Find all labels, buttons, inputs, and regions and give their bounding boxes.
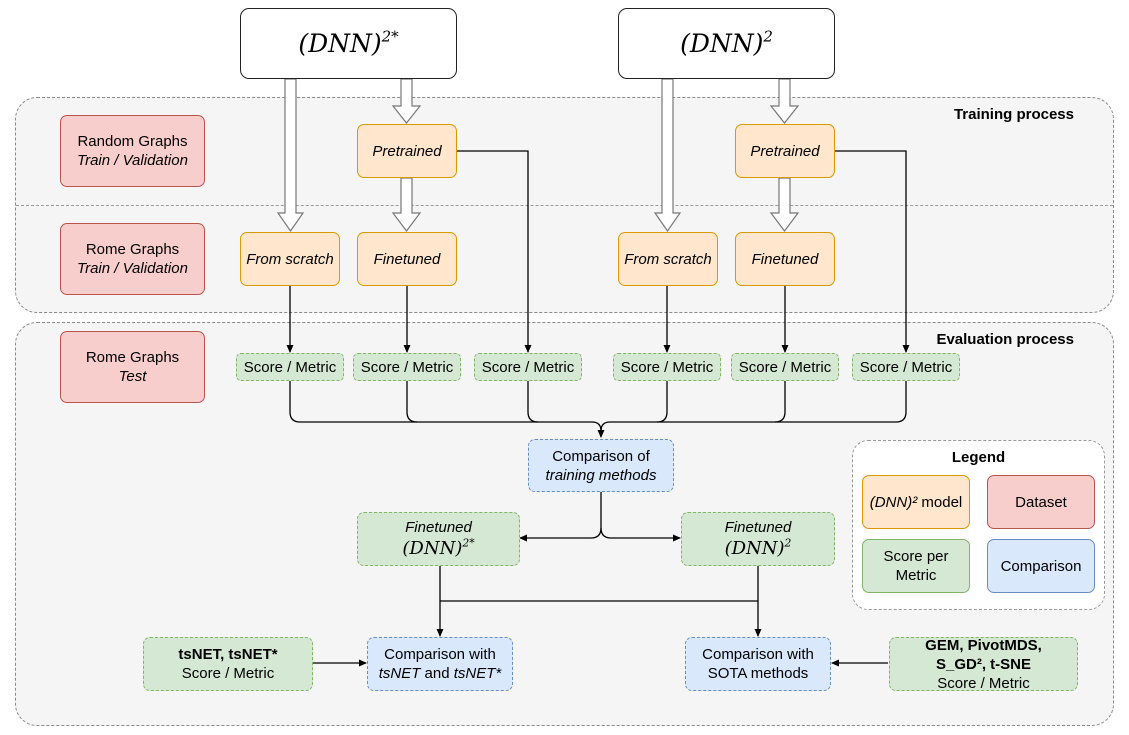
score-finetuned-dnn2star: Score / Metric <box>353 353 461 381</box>
legend-comparison: Comparison <box>987 539 1095 593</box>
pretrained-dnn2: Pretrained <box>735 124 835 178</box>
model-dnn2star: (DNN)2* <box>240 8 457 79</box>
legend-score: Score per Metric <box>862 539 970 593</box>
legend-dataset: Dataset <box>987 475 1095 529</box>
comparison-sota: Comparison with SOTA methods <box>685 637 831 691</box>
finetuned-dnn2star: Finetuned <box>357 232 457 286</box>
training-panel-title: Training process <box>953 106 1074 123</box>
finetuned-result-dnn2: Finetuned (DNN)2 <box>681 512 835 566</box>
finetuned-dnn2: Finetuned <box>735 232 835 286</box>
evaluation-panel-title: Evaluation process <box>936 331 1074 348</box>
tsnet-score-box: tsNET, tsNET* Score / Metric <box>143 637 313 691</box>
from-scratch-dnn2star: From scratch <box>240 232 340 286</box>
from-scratch-dnn2: From scratch <box>618 232 718 286</box>
score-pretrained-dnn2: Score / Metric <box>852 353 960 381</box>
legend-title: Legend <box>951 449 1006 466</box>
legend-model: (DNN)² model <box>862 475 970 529</box>
dataset-rome-test: Rome Graphs Test <box>60 331 205 403</box>
score-from-scratch-dnn2: Score / Metric <box>613 353 721 381</box>
score-from-scratch-dnn2star: Score / Metric <box>236 353 344 381</box>
hollow-arrows <box>276 78 800 233</box>
score-pretrained-dnn2star: Score / Metric <box>474 353 582 381</box>
pretrained-dnn2star: Pretrained <box>357 124 457 178</box>
sota-score-box: GEM, PivotMDS, S_GD², t-SNE Score / Metr… <box>889 637 1078 692</box>
score-finetuned-dnn2: Score / Metric <box>731 353 839 381</box>
training-row-separator <box>16 205 1113 206</box>
model-dnn2: (DNN)2 <box>618 8 835 79</box>
dataset-random-graphs: Random Graphs Train / Validation <box>60 115 205 187</box>
dataset-rome-train: Rome Graphs Train / Validation <box>60 223 205 295</box>
finetuned-result-dnn2star: Finetuned (DNN)2* <box>357 512 520 566</box>
comparison-training-methods: Comparison of training methods <box>528 439 674 492</box>
comparison-tsnet: Comparison with tsNET and tsNET* <box>367 637 513 691</box>
